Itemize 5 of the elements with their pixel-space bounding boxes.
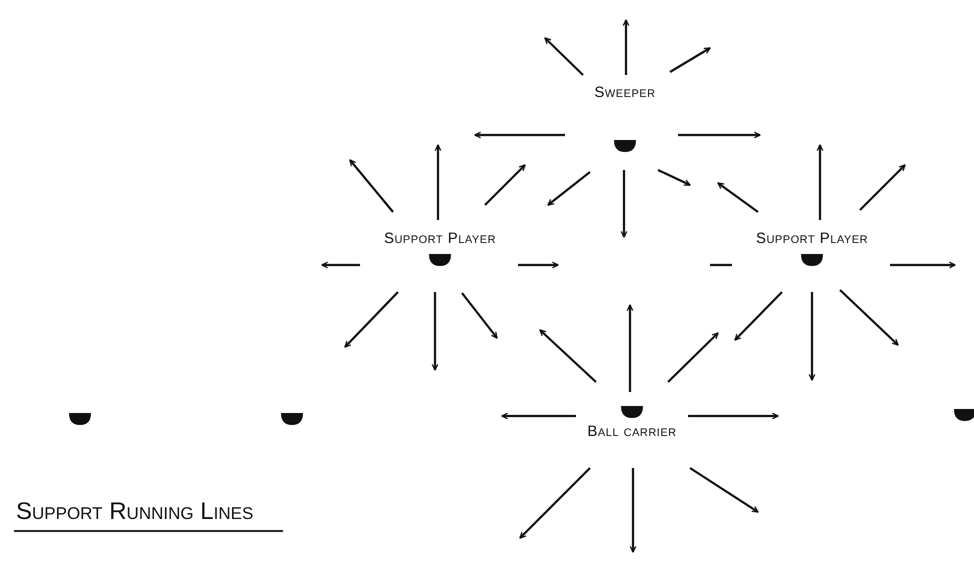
player-label: Support Player	[384, 230, 496, 247]
player-label: Support Player	[756, 230, 868, 247]
player-label: Ball carrier	[587, 423, 677, 440]
player-label: Sweeper	[594, 84, 656, 101]
diagram-title: Support Running Lines	[14, 498, 284, 532]
